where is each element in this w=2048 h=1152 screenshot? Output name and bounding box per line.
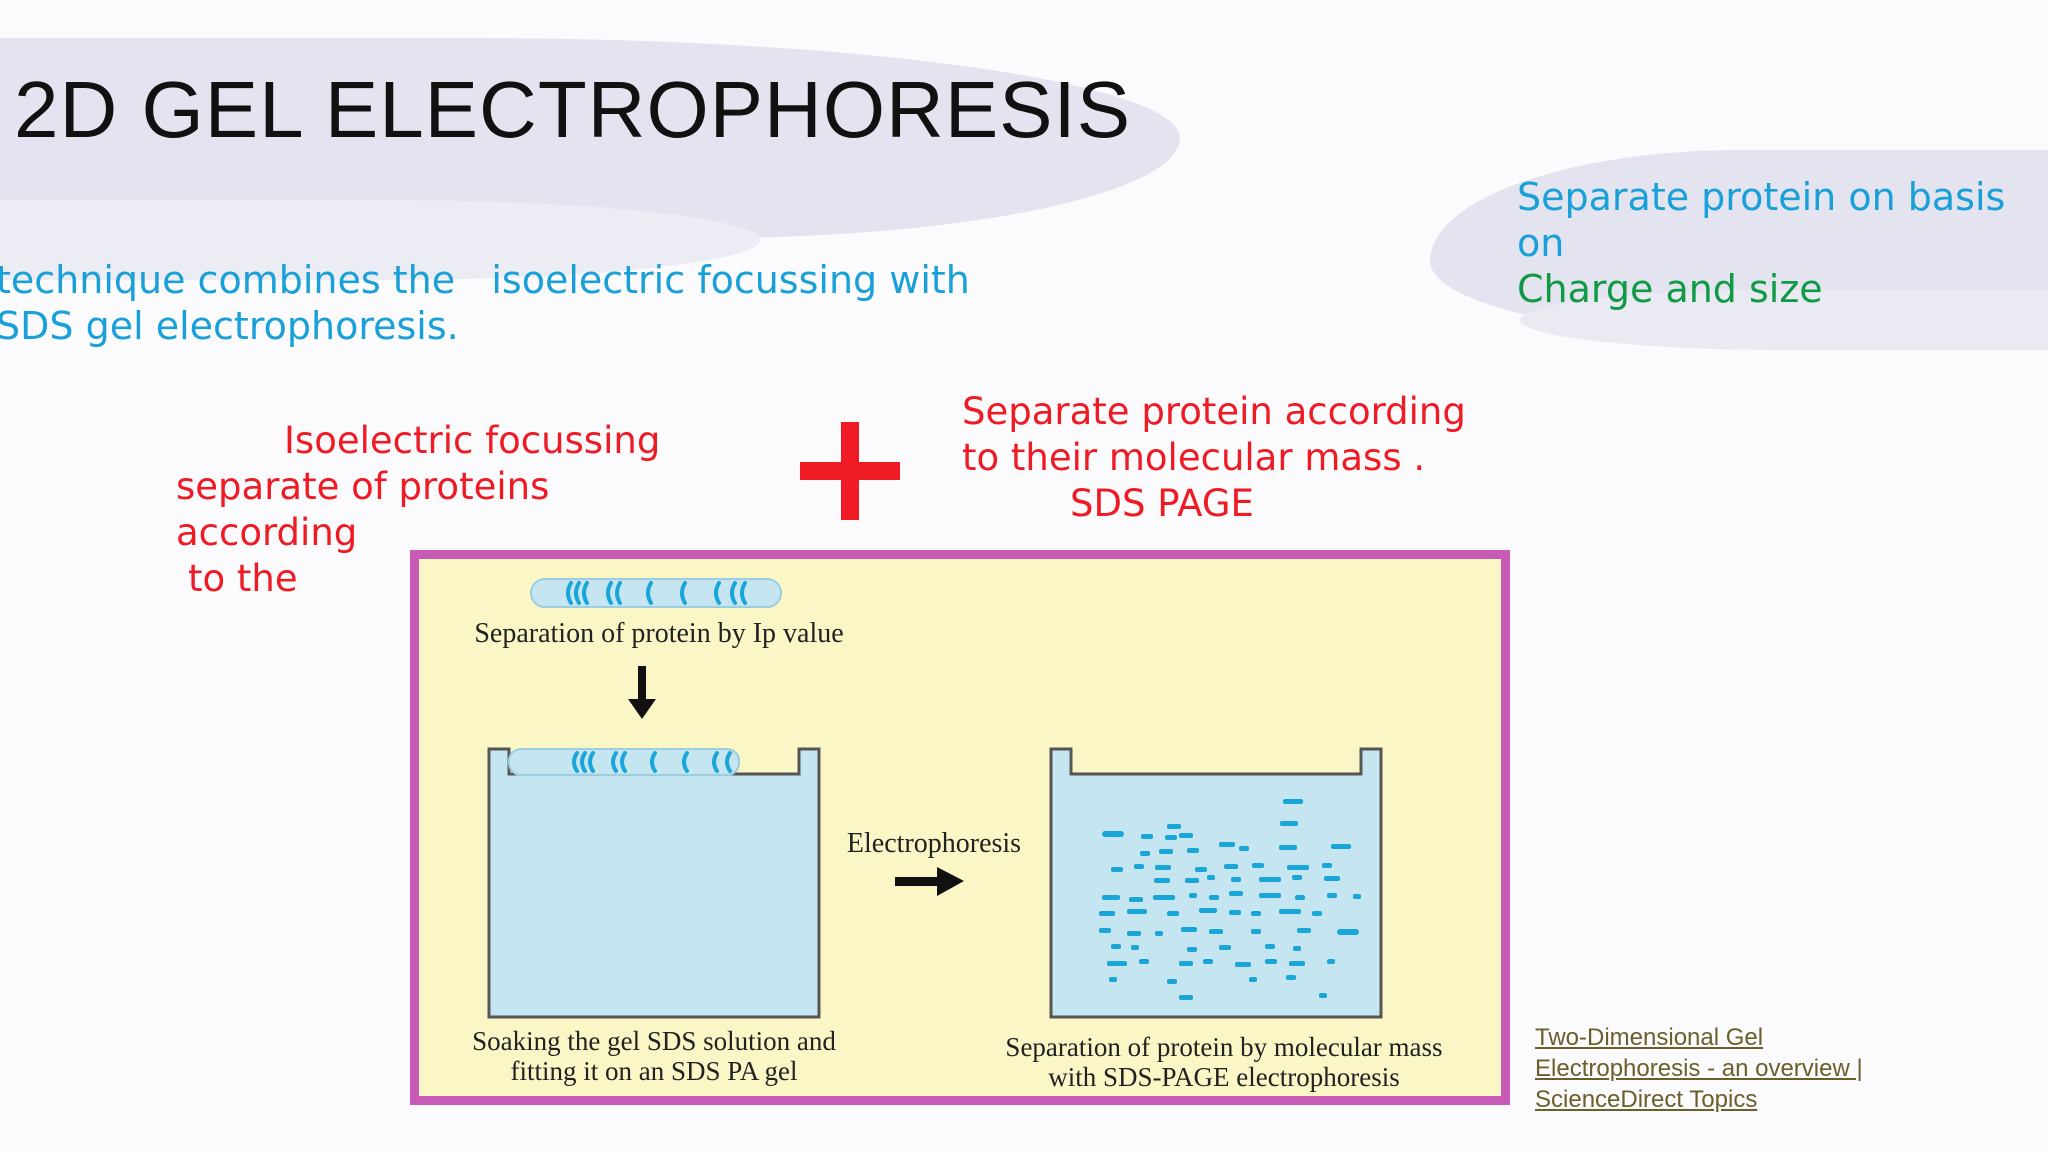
source-line-3: ScienceDirect Topics <box>1535 1086 1758 1113</box>
diagram-figure: Separation of protein by Ip value Electr… <box>410 550 1510 1105</box>
electrophoresis-label: Electrophoresis <box>846 828 1022 859</box>
ief-line-1: Isoelectric focussing <box>284 419 661 462</box>
sds-text: Separate protein according to their mole… <box>962 389 1522 527</box>
left-gel <box>487 747 821 1019</box>
strip-caption: Separation of protein by Ip value <box>474 618 844 649</box>
right-caption-line-1: Separation of protein by molecular mass <box>1005 1032 1443 1062</box>
source-line-1: Two-Dimensional Gel <box>1535 1024 1764 1051</box>
source-line-2: Electrophoresis - an overview | <box>1535 1055 1863 1082</box>
sds-line-1: Separate protein according <box>962 390 1466 433</box>
intro-text: technique combines the isoelectric focus… <box>0 257 970 349</box>
right-gel <box>1049 747 1383 1019</box>
intro-line-1: technique combines the isoelectric focus… <box>0 258 970 302</box>
source-link[interactable]: Two-Dimensional Gel Electrophoresis - an… <box>1535 1022 1955 1115</box>
charge-size-text: Charge and size <box>1517 267 1823 311</box>
basis-text: Separate protein on basis on Charge and … <box>1517 174 2005 312</box>
basis-line-2: on <box>1517 221 1565 265</box>
sds-line-3: SDS PAGE <box>1070 482 1254 525</box>
brush-stroke-left-lower <box>0 200 760 280</box>
ief-text: Isoelectric focussing separate of protei… <box>176 418 736 602</box>
left-caption-line-1: Soaking the gel SDS solution and <box>472 1026 836 1056</box>
ief-strip <box>530 578 782 608</box>
brush-stroke-right-lower <box>1520 290 2048 350</box>
ief-line-3: to the <box>188 557 298 600</box>
diagram-drawing <box>487 578 1383 1019</box>
right-gel-caption: Separation of protein by molecular mass … <box>959 1032 1489 1092</box>
ief-line-2: separate of proteins according <box>176 465 550 554</box>
slide-title: 2D GEL ELECTROPHORESIS <box>14 65 1132 154</box>
down-arrow-icon <box>628 666 656 719</box>
basis-line-1: Separate protein on basis <box>1517 175 2006 219</box>
left-caption-line-2: fitting it on an SDS PA gel <box>510 1056 798 1086</box>
right-caption-line-2: with SDS-PAGE electrophoresis <box>1048 1062 1400 1092</box>
intro-line-2: SDS gel electrophoresis. <box>0 304 459 348</box>
plus-icon-bar <box>800 462 900 480</box>
left-gel-caption: Soaking the gel SDS solution and fitting… <box>419 1026 889 1086</box>
sds-line-2: to their molecular mass . <box>962 436 1426 479</box>
right-arrow-icon <box>895 867 964 896</box>
